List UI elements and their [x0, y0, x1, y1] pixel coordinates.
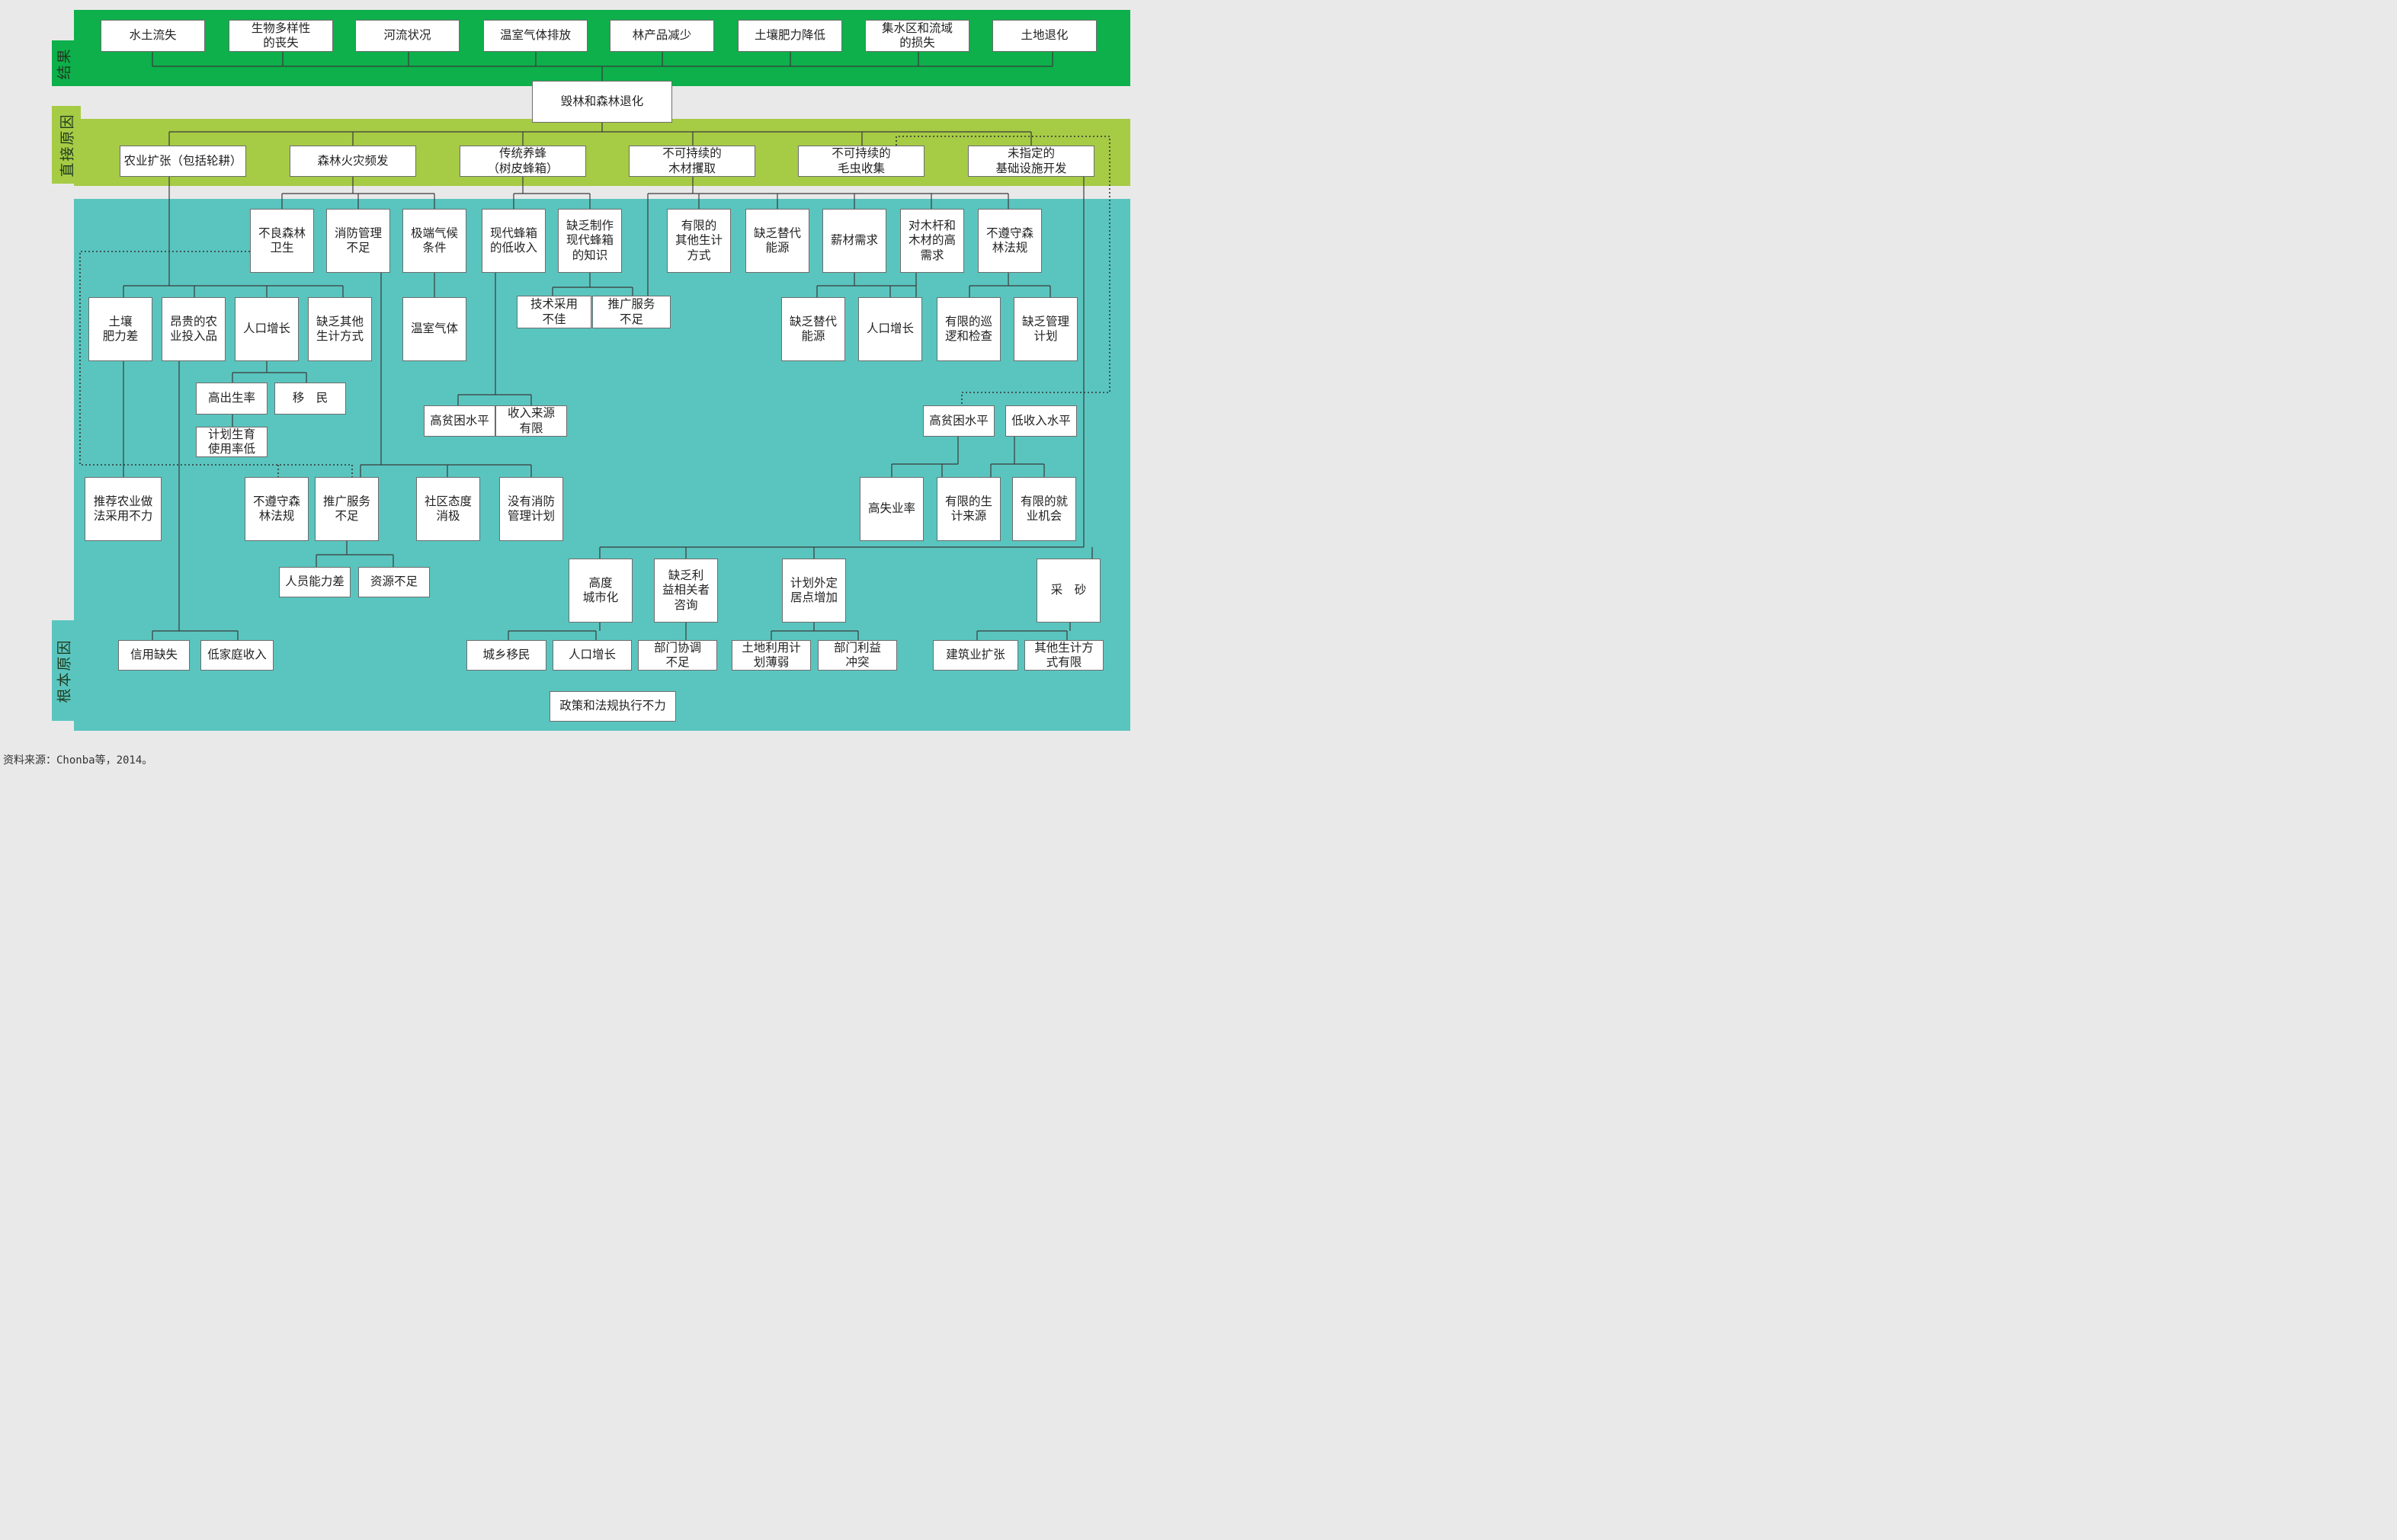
- result-river-condition: 河流状况: [355, 20, 460, 52]
- result-soil-erosion: 水土流失: [101, 20, 205, 52]
- cause-poor-staff-capacity: 人员能力差: [279, 567, 351, 597]
- cause-expensive-inputs: 昂贵的农 业投入品: [162, 297, 226, 361]
- direct-forest-fire: 森林火灾频发: [290, 146, 416, 177]
- cause-insufficient-resources: 资源不足: [358, 567, 430, 597]
- cause-hive-knowledge: 缺乏制作 现代蜂箱 的知识: [558, 209, 622, 273]
- cause-extreme-climate: 极端气候 条件: [402, 209, 466, 273]
- root-section-label: 根本原因: [52, 620, 75, 721]
- cause-sector-conflict: 部门利益 冲突: [818, 640, 897, 671]
- result-forest-products-decline: 林产品减少: [610, 20, 714, 52]
- result-soil-fertility-decline: 土壤肥力降低: [738, 20, 842, 52]
- cause-insufficient-extension-2: 推广服务 不足: [315, 477, 379, 541]
- result-biodiversity-loss: 生物多样性 的丧失: [229, 20, 333, 52]
- source-note: 资料来源：Chonba等，2014。: [3, 754, 153, 767]
- cause-timber-demand: 对木杆和 木材的高 需求: [900, 209, 964, 273]
- cause-population-growth-3: 人口增长: [553, 640, 632, 671]
- cause-low-household-income: 低家庭收入: [200, 640, 274, 671]
- direct-section-text: 直接原因: [59, 112, 76, 178]
- cause-high-birth-rate: 高出生率: [196, 383, 268, 415]
- cause-lack-stakeholder-consultation: 缺乏利 益相关者 咨询: [654, 559, 718, 623]
- center-deforestation: 毁林和森林退化: [532, 81, 672, 123]
- cause-high-poverty-2: 高贫困水平: [923, 405, 995, 437]
- result-section-label: 结果: [52, 40, 75, 86]
- cause-limited-livelihood: 有限的 其他生计 方式: [667, 209, 731, 273]
- cause-high-poverty: 高贫困水平: [424, 405, 495, 437]
- cause-alt-energy-lack: 缺乏替代 能源: [745, 209, 809, 273]
- cause-alt-energy-lack-2: 缺乏替代 能源: [781, 297, 845, 361]
- cause-limited-other-livelihood: 其他生计方 式有限: [1024, 640, 1104, 671]
- cause-rural-urban-migration: 城乡移民: [466, 640, 546, 671]
- result-section-text: 结果: [56, 46, 73, 80]
- cause-weak-policy-enforcement: 政策和法规执行不力: [550, 691, 676, 722]
- result-watershed-loss: 集水区和流域 的损失: [865, 20, 969, 52]
- cause-forest-law-noncompliance-2: 不遵守森 林法规: [245, 477, 309, 541]
- cause-construction-expansion: 建筑业扩张: [933, 640, 1018, 671]
- direct-traditional-beekeeping: 传统养蜂 （树皮蜂箱）: [460, 146, 586, 177]
- direct-section-label: 直接原因: [52, 106, 81, 184]
- cause-insufficient-extension: 推广服务 不足: [592, 296, 671, 328]
- cause-forest-law-noncompliance: 不遵守森 林法规: [978, 209, 1042, 273]
- cause-unplanned-settlements: 计划外定 居点增加: [782, 559, 846, 623]
- cause-fuelwood-demand: 薪材需求: [822, 209, 886, 273]
- cause-limited-patrol: 有限的巡 逻和检查: [937, 297, 1001, 361]
- cause-lack-other-livelihood: 缺乏其他 生计方式: [308, 297, 372, 361]
- cause-no-fire-plan: 没有消防 管理计划: [499, 477, 563, 541]
- cause-poor-forest-hygiene: 不良森林 卫生: [250, 209, 314, 273]
- cause-negative-community-attitude: 社区态度 消极: [416, 477, 480, 541]
- direct-unsustainable-timber: 不可持续的 木材攫取: [629, 146, 755, 177]
- result-ghg-emission: 温室气体排放: [483, 20, 588, 52]
- cause-low-family-planning: 计划生育 使用率低: [196, 427, 268, 457]
- cause-fire-management: 消防管理 不足: [326, 209, 390, 273]
- cause-low-income-level: 低收入水平: [1005, 405, 1077, 437]
- result-land-degradation: 土地退化: [992, 20, 1097, 52]
- cause-migration: 移 民: [274, 383, 346, 415]
- root-section-text: 根本原因: [56, 638, 73, 703]
- cause-high-unemployment: 高失业率: [860, 477, 924, 541]
- direct-infrastructure: 未指定的 基础设施开发: [968, 146, 1094, 177]
- cause-poor-sector-coordination: 部门协调 不足: [638, 640, 717, 671]
- cause-population-growth: 人口增长: [235, 297, 299, 361]
- cause-poor-tech-adoption: 技术采用 不佳: [517, 296, 591, 328]
- direct-unsustainable-caterpillar: 不可持续的 毛虫收集: [798, 146, 925, 177]
- cause-poor-agri-adoption: 推荐农业做 法采用不力: [85, 477, 162, 541]
- cause-no-management-plan: 缺乏管理 计划: [1014, 297, 1078, 361]
- cause-sand-mining: 采 砂: [1037, 559, 1101, 623]
- cause-limited-livelihood-source: 有限的生 计来源: [937, 477, 1001, 541]
- cause-limited-jobs: 有限的就 业机会: [1012, 477, 1076, 541]
- cause-poor-soil-fertility: 土壤 肥力差: [88, 297, 152, 361]
- cause-no-credit: 信用缺失: [118, 640, 190, 671]
- cause-high-urbanization: 高度 城市化: [569, 559, 633, 623]
- cause-weak-land-use-planning: 土地利用计 划薄弱: [732, 640, 811, 671]
- cause-population-growth-2: 人口增长: [858, 297, 922, 361]
- cause-greenhouse-gas: 温室气体: [402, 297, 466, 361]
- direct-agri-expansion: 农业扩张（包括轮耕）: [120, 146, 246, 177]
- cause-low-income-hives: 现代蜂箱 的低收入: [482, 209, 546, 273]
- cause-limited-income-source: 收入来源 有限: [495, 405, 567, 437]
